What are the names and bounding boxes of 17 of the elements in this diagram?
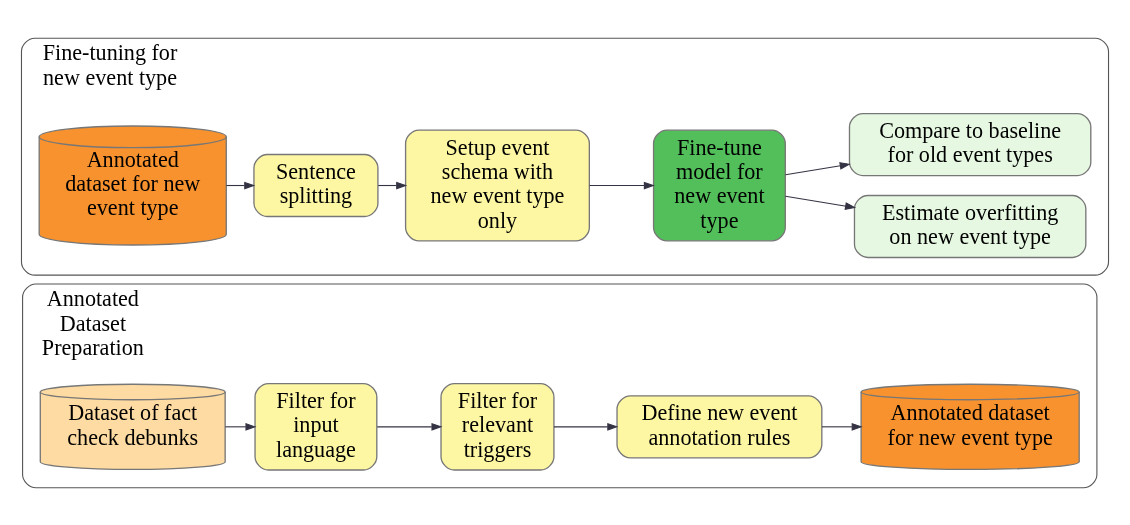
- arrow: [821, 422, 863, 431]
- arrow: [224, 422, 257, 431]
- arrow: [784, 161, 851, 175]
- node-box: Fine-tune model for new event type: [652, 129, 786, 242]
- node-box: Filter for relevant triggers: [440, 382, 555, 471]
- arrow: [553, 422, 619, 431]
- node-box: Define new event annotation rules: [616, 394, 823, 458]
- node-box: Filter for input language: [254, 382, 378, 471]
- node-box: Setup event schema with new event type only: [404, 129, 590, 242]
- node-box: Compare to baseline for old event types: [848, 112, 1092, 176]
- arrow: [225, 181, 256, 189]
- arrow: [784, 195, 857, 210]
- arrow: [376, 422, 443, 431]
- arrow: [589, 181, 655, 189]
- node-box: Estimate overfitting on new event type: [853, 194, 1087, 258]
- node-box: Sentence splitting: [253, 153, 379, 217]
- arrow: [377, 181, 408, 189]
